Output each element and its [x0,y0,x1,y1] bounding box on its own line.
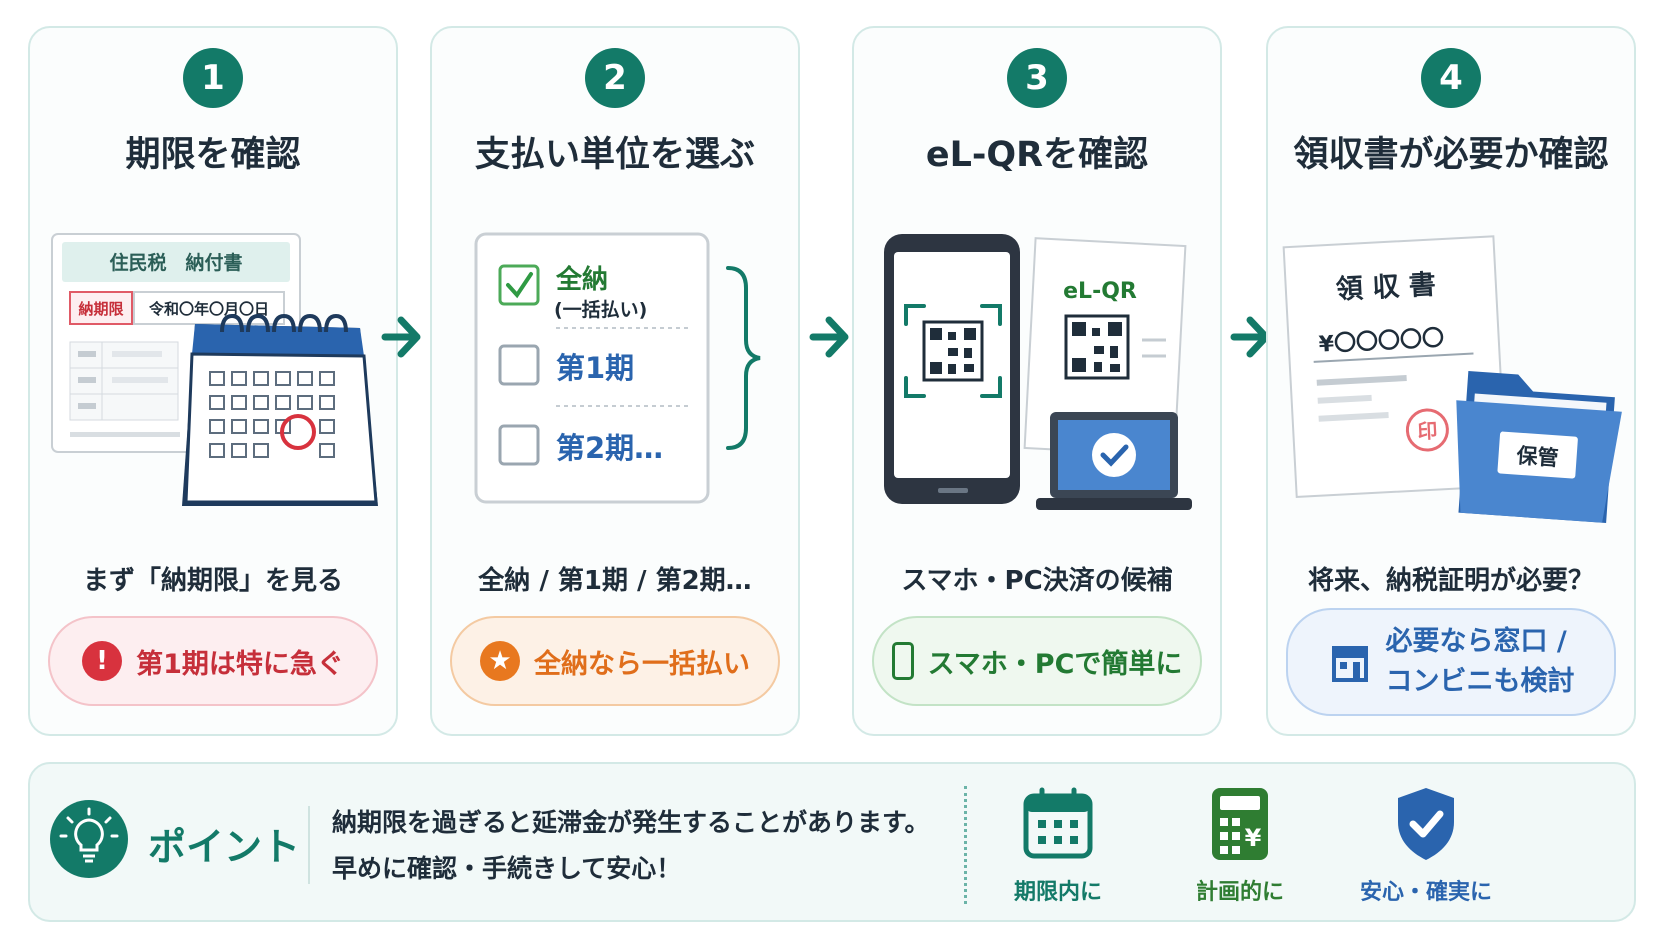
step-caption: 将来、納税証明が必要？ [1307,566,1594,596]
svg-text:¥: ¥ [1245,824,1262,852]
point-label: ポイント [148,825,301,869]
stamp-icon [1405,408,1449,452]
dotted-divider [964,786,967,904]
checkbox-checked-icon [498,264,540,306]
step-card-3: 3 eL-QRを確認 eL-QR [852,26,1222,736]
option-first: 第1期 [556,351,634,385]
shield-check-icon [1398,788,1454,860]
pill-text: 第1期は特に急ぐ [136,648,344,680]
step-caption: スマホ・PC決済の候補 [901,566,1173,596]
smartphone-icon [891,642,914,680]
step-caption: 全納 / 第1期 / 第2期… [478,566,752,596]
step-pill: 必要なら窓口 / コンビニも検討 [1286,608,1616,716]
option-second: 第2期… [556,431,663,465]
folder-label: 保管 [1515,444,1560,471]
step-pill: ! 第1期は特に急ぐ [48,616,378,706]
pill-line-2: コンビニも検討 [1385,666,1575,697]
doc-title: 住民税 納付書 [109,251,242,274]
arrow-right-icon [809,316,849,358]
step-card-2: 2 支払い単位を選ぶ 全納 (一括払い) 第1期 第2期… 全納 / 第1期 /… [430,26,800,736]
option-full: 全納 [555,264,608,295]
step-card-1: 1 期限を確認 住民税 納付書 納期限 令和〇年〇月〇日 [28,26,398,736]
exclamation-icon: ! [82,641,123,681]
badge-label: 期限内に [1013,880,1102,905]
pill-text: 必要なら窓口 / コンビニも検討 [1386,622,1575,702]
paper-label: eL-QR [1063,279,1137,304]
store-icon [1331,646,1368,682]
point-panel: ポイント 納期限を過ぎると延滞金が発生することがあります。 早めに確認・手続きし… [28,762,1636,922]
step-number: 1 [183,48,243,108]
folder-icon: 保管 [1456,370,1622,523]
stamp-text: 印 [1417,419,1438,444]
brace-icon [726,266,761,450]
option-full-sub: (一括払い) [554,299,647,321]
due-label: 納期限 [78,300,123,318]
checkbox-icon [498,344,540,386]
qr-code-icon [922,320,984,382]
qr-code-icon [1064,314,1130,380]
check-circle-icon [1092,433,1136,477]
payment-options-illustration: 全納 (一括払い) 第1期 第2期… [432,206,802,556]
scan-frame-icon [904,304,1002,398]
receipt-title: 領 収 書 [1335,268,1436,305]
pill-text: スマホ・PCで簡単に [927,648,1183,680]
point-text: 納期限を過ぎると延滞金が発生することがあります。 早めに確認・手続きして安心！ [332,800,930,892]
calendar-icon [1023,787,1093,859]
step-title: 支払い単位を選ぶ [474,135,755,175]
step-number: 3 [1007,48,1067,108]
star-icon: ★ [480,641,520,681]
step-pill: スマホ・PCで簡単に [872,616,1202,706]
pill-line-1: 必要なら窓口 / [1385,626,1567,657]
lightbulb-icon [50,800,128,878]
arrow-right-icon [381,316,421,358]
point-line-2: 早めに確認・手続きして安心！ [332,854,682,883]
badge-label: 安心・確実に [1359,880,1492,905]
receipt-folder-illustration: 領 収 書 ¥〇〇〇〇〇 印 保管 [1268,206,1638,556]
divider [308,806,310,884]
point-line-1: 納期限を過ぎると延滞金が発生することがあります。 [332,808,930,837]
step-title: 領収書が必要か確認 [1293,135,1609,175]
badge-label: 計画的に [1195,880,1284,905]
step-title: 期限を確認 [125,135,301,175]
tax-notice-calendar-illustration: 住民税 納付書 納期限 令和〇年〇月〇日 [30,206,400,556]
step-title: eL-QRを確認 [925,135,1149,175]
step-card-4: 4 領収書が必要か確認 領 収 書 ¥〇〇〇〇〇 印 保管 [1266,26,1636,736]
calculator-icon: ¥ [1212,788,1268,860]
qr-payment-illustration: eL-QR [854,206,1224,556]
pill-text: 全納なら一括払い [534,648,750,680]
step-pill: ★ 全納なら一括払い [450,616,780,706]
due-value: 令和〇年〇月〇日 [149,300,269,318]
step-number: 4 [1421,48,1481,108]
step-caption: まず「納期限」を見る [82,566,343,596]
step-number: 2 [585,48,645,108]
checkbox-icon [498,424,540,466]
